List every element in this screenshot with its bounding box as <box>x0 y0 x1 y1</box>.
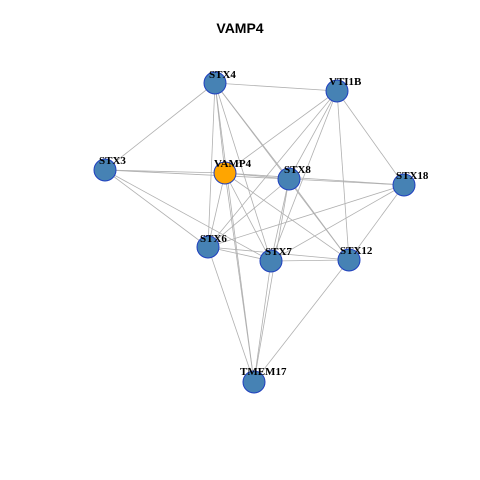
node-label-vti1b: VTI1B <box>329 76 362 88</box>
node-circle-stx7[interactable] <box>259 249 283 273</box>
edge-stx4-stx7 <box>214 82 272 262</box>
node-stx18[interactable]: STX18 <box>392 170 429 197</box>
edge-stx7-tmem17 <box>253 260 272 383</box>
node-circle-stx18[interactable] <box>392 173 416 197</box>
node-label-stx8: STX8 <box>284 164 311 176</box>
node-circle-stx4[interactable] <box>203 71 227 95</box>
node-stx8[interactable]: STX8 <box>277 164 311 191</box>
edge-stx3-stx7 <box>104 169 272 262</box>
graph-title: VAMP4 <box>216 20 264 36</box>
edge-vamp4-stx18 <box>224 172 405 186</box>
node-label-tmem17: TMEM17 <box>240 366 287 378</box>
edge-stx4-stx3 <box>104 82 216 171</box>
edge-stx8-stx7 <box>270 178 290 262</box>
node-label-stx3: STX3 <box>99 155 126 167</box>
edge-stx4-tmem17 <box>214 82 255 383</box>
edge-vti1b-stx12 <box>336 90 350 261</box>
node-vti1b[interactable]: VTI1B <box>325 76 362 103</box>
node-circle-stx3[interactable] <box>93 158 117 182</box>
edge-vti1b-stx6 <box>207 90 338 248</box>
edge-stx3-vamp4 <box>104 169 226 174</box>
edge-stx6-tmem17 <box>207 246 255 383</box>
edge-stx18-stx6 <box>207 184 405 248</box>
node-circle-tmem17[interactable] <box>242 370 266 394</box>
edge-stx12-tmem17 <box>253 259 350 383</box>
edge-stx7-stx12 <box>270 259 350 262</box>
edge-vti1b-vamp4 <box>224 90 338 174</box>
edge-stx18-stx12 <box>348 184 405 261</box>
edge-vti1b-stx7 <box>270 90 338 262</box>
node-stx6[interactable]: STX6 <box>196 233 227 259</box>
edge-stx3-stx6 <box>104 169 209 248</box>
edge-stx8-stx6 <box>207 178 290 248</box>
node-tmem17[interactable]: TMEM17 <box>240 366 287 394</box>
node-stx3[interactable]: STX3 <box>93 155 126 182</box>
node-stx7[interactable]: STX7 <box>259 246 292 273</box>
edge-vamp4-stx6 <box>207 172 226 248</box>
node-circle-vti1b[interactable] <box>325 79 349 103</box>
edge-vti1b-stx18 <box>336 90 405 186</box>
node-label-stx4: STX4 <box>209 69 236 81</box>
edge-stx4-stx6 <box>207 82 216 248</box>
edge-stx4-vamp4 <box>214 82 226 174</box>
edge-stx4-vti1b <box>214 82 338 92</box>
node-vamp4[interactable]: VAMP4 <box>213 158 252 185</box>
edge-stx8-stx12 <box>288 178 350 261</box>
edge-vamp4-stx7 <box>224 172 272 262</box>
edge-stx8-tmem17 <box>253 178 290 383</box>
edge-stx3-stx8 <box>104 169 290 180</box>
node-label-vamp4: VAMP4 <box>214 158 252 170</box>
edge-vamp4-stx12 <box>224 172 350 261</box>
node-label-stx18: STX18 <box>396 170 429 182</box>
node-circle-vamp4[interactable] <box>213 161 237 185</box>
edge-layer <box>104 82 405 383</box>
node-circle-stx12[interactable] <box>337 248 361 272</box>
node-circle-stx8[interactable] <box>277 167 301 191</box>
node-label-stx6: STX6 <box>200 233 227 245</box>
edge-vti1b-stx8 <box>288 90 338 180</box>
edge-vamp4-tmem17 <box>224 172 255 383</box>
node-stx12[interactable]: STX12 <box>337 245 373 272</box>
edge-stx8-stx18 <box>288 178 405 186</box>
node-label-stx12: STX12 <box>340 245 373 257</box>
edge-stx18-stx7 <box>270 184 405 262</box>
node-circle-stx6[interactable] <box>196 235 220 259</box>
node-label-stx7: STX7 <box>265 246 292 258</box>
node-stx4[interactable]: STX4 <box>203 69 236 95</box>
